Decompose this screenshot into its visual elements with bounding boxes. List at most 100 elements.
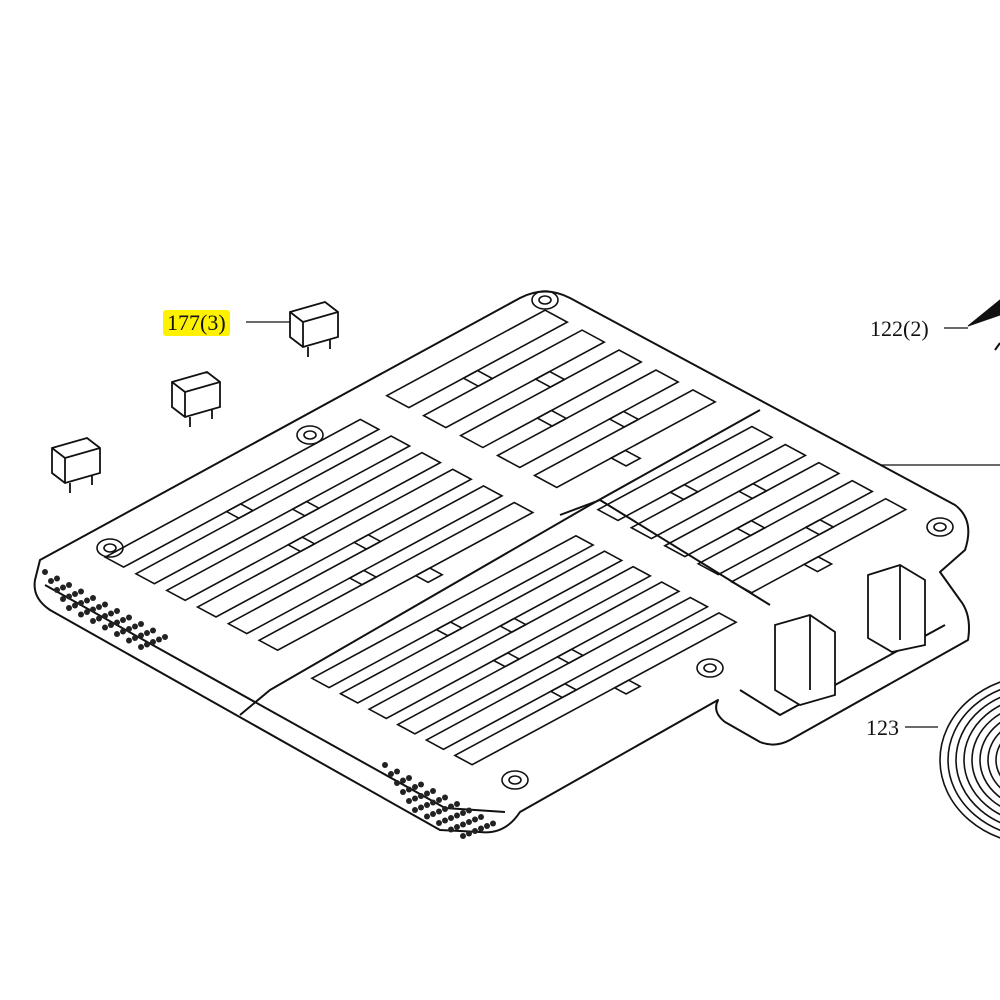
vent-slot — [495, 369, 680, 469]
vent-slot — [165, 451, 443, 602]
screw-boss — [96, 538, 124, 558]
clip-177 — [289, 301, 339, 357]
slot-rib — [461, 369, 495, 388]
vent-hole — [472, 828, 478, 834]
vent-hole — [78, 588, 84, 595]
vent-hole — [90, 595, 96, 601]
clip-177 — [171, 371, 221, 427]
vent-slot — [385, 309, 569, 409]
vent-hole — [394, 780, 400, 786]
plate-seam-horizontal — [239, 409, 761, 716]
vent-hole — [424, 802, 430, 808]
vent-slot — [458, 349, 643, 449]
vent-hole — [382, 762, 388, 768]
slot-rib — [434, 621, 464, 637]
vent-hole — [466, 807, 472, 814]
vent-hole — [120, 628, 126, 635]
cable-loop — [979, 721, 1000, 799]
screw-boss-hole — [508, 775, 522, 785]
slot-rib — [804, 518, 836, 536]
vent-hole — [54, 587, 60, 593]
connector-left — [774, 614, 836, 706]
connector-housings — [774, 564, 926, 706]
vent-hole — [84, 609, 90, 615]
vent-hole — [406, 775, 412, 781]
vent-hole — [162, 634, 168, 640]
vent-slot — [134, 435, 412, 585]
vent-hole — [60, 596, 66, 602]
vent-hole — [114, 631, 120, 637]
slot-rib — [286, 536, 317, 553]
base-plate-outline — [33, 290, 970, 834]
vent-slot — [338, 550, 624, 704]
vent-hole — [120, 617, 126, 623]
vent-hole — [102, 624, 108, 631]
slot-rib — [491, 651, 521, 668]
vent-hole — [78, 600, 84, 606]
plate-seam-vertical — [559, 499, 771, 606]
vent-slot — [226, 484, 504, 635]
slot-rib — [612, 679, 642, 695]
vent-hole — [460, 810, 466, 816]
vent-hole — [436, 797, 442, 803]
vent-slot — [424, 596, 710, 751]
screw-boss — [926, 517, 954, 537]
vent-hole — [144, 641, 150, 648]
vent-hole — [394, 768, 400, 775]
screw-boss-hole — [703, 663, 717, 673]
vent-hole — [418, 804, 424, 811]
vent-hole — [96, 615, 102, 622]
vent-hole — [138, 621, 144, 627]
vent-hole — [412, 795, 418, 802]
slot-rib — [352, 533, 383, 550]
slot-rib — [668, 483, 700, 501]
vent-hole — [436, 808, 442, 815]
vent-hole — [412, 784, 418, 790]
vent-hole — [150, 627, 156, 634]
cable-loop — [995, 743, 1000, 777]
vent-hole — [42, 569, 48, 575]
vent-slot — [103, 418, 381, 569]
vent-hole — [448, 815, 454, 821]
vent-hole — [388, 771, 394, 777]
vent-hole — [442, 817, 448, 824]
vent-hole — [418, 793, 424, 799]
vent-hole — [102, 601, 108, 608]
vent-hole — [454, 824, 460, 830]
vent-hole — [114, 619, 120, 626]
screw-boss — [501, 770, 529, 790]
vent-hole — [442, 806, 448, 812]
slot-rib — [555, 648, 585, 664]
vent-hole — [448, 826, 454, 833]
cable-loop — [947, 688, 1000, 832]
vent-hole — [406, 786, 412, 793]
vent-hole — [150, 639, 156, 645]
vent-hole — [484, 823, 490, 829]
slot-rib — [224, 503, 255, 520]
vent-slot — [629, 443, 808, 540]
vent-slot — [729, 497, 908, 594]
cable-loop — [955, 696, 1000, 824]
clip-177 — [51, 437, 101, 493]
vent-hole — [54, 575, 60, 582]
vent-slot — [310, 534, 595, 689]
vent-hole — [108, 622, 114, 628]
vent-hole — [60, 584, 66, 591]
vent-slot — [532, 389, 717, 489]
vent-hole — [138, 644, 144, 650]
slot-rib — [607, 410, 641, 428]
vent-hole — [126, 637, 132, 644]
vent-hole — [454, 801, 460, 807]
slot-rib — [498, 617, 528, 634]
vent-hole — [472, 816, 478, 823]
vent-hole — [460, 821, 466, 828]
vent-hole — [90, 618, 96, 624]
screw-boss-hole — [933, 522, 947, 532]
vent-hole — [66, 605, 72, 611]
slot-rib — [533, 370, 567, 389]
connector-right — [867, 564, 926, 653]
vent-hole — [430, 788, 436, 794]
screw-boss-hole — [303, 430, 317, 440]
screw-boss — [296, 425, 324, 445]
